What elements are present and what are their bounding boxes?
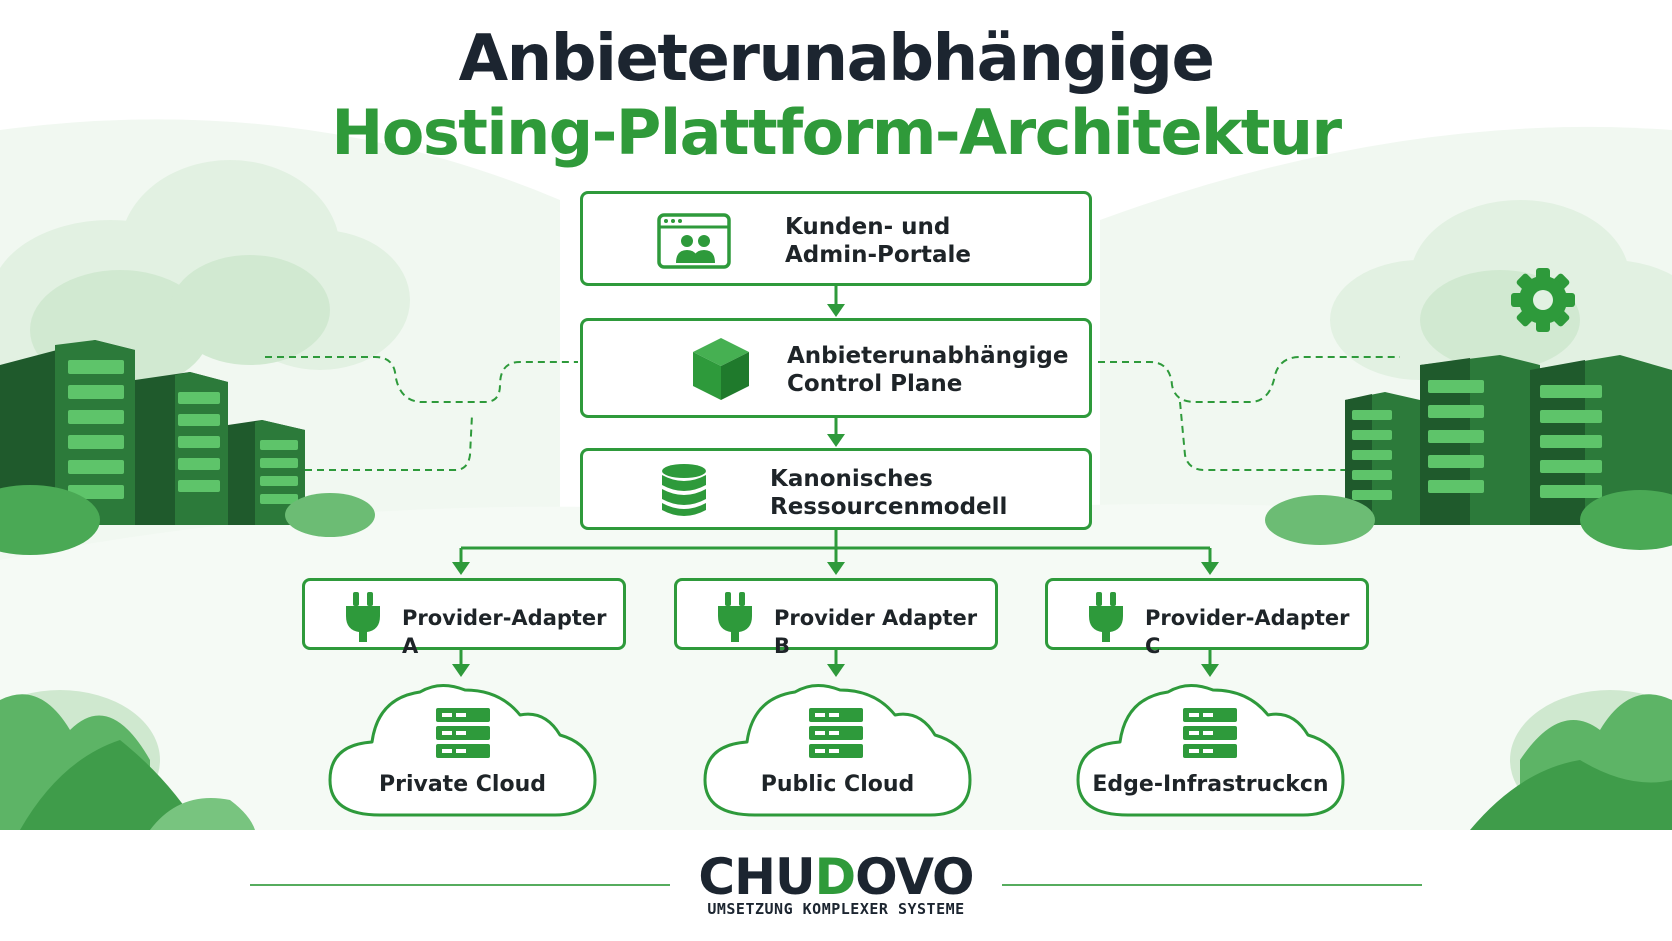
database-icon bbox=[662, 464, 706, 516]
left-server-racks-icon bbox=[0, 340, 375, 555]
plug-icon bbox=[1089, 592, 1123, 642]
node-adapter-c[interactable]: Provider-Adapter C bbox=[1045, 578, 1369, 658]
right-bushes-icon bbox=[1470, 690, 1672, 830]
node-resource-model-label: Kanonisches Ressourcenmodell bbox=[770, 466, 1008, 520]
node-adapter-b[interactable]: Provider Adapter B bbox=[674, 578, 998, 658]
brand-logo: CHUDOVO bbox=[698, 848, 974, 906]
cloud-private-label: Private Cloud bbox=[378, 772, 546, 797]
cube-icon bbox=[693, 338, 749, 400]
server-rack-icon bbox=[1183, 708, 1237, 758]
server-rack-icon bbox=[809, 708, 863, 758]
node-adapter-b-label: Provider Adapter B bbox=[774, 606, 978, 658]
node-resource-model[interactable]: Kanonisches Ressourcenmodell bbox=[580, 448, 1092, 530]
server-rack-icon bbox=[436, 708, 490, 758]
cloud-edge-label: Edge-Infrastruckcn bbox=[1092, 772, 1329, 797]
node-adapter-a[interactable]: Provider-Adapter A bbox=[302, 578, 626, 658]
node-adapter-c-label: Provider-Adapter C bbox=[1145, 606, 1350, 658]
node-adapter-a-label: Provider-Adapter A bbox=[402, 606, 607, 658]
title-line-2: Hosting-Plattform-Architektur bbox=[331, 96, 1342, 169]
node-control-plane-label: Anbieterunabhängige Control Plane bbox=[787, 343, 1069, 397]
left-bushes-icon bbox=[0, 690, 255, 830]
users-window-icon bbox=[657, 213, 731, 269]
title-line-1: Anbieterunabhängige bbox=[458, 22, 1215, 96]
gear-icon bbox=[1511, 268, 1575, 332]
brand-divider-right bbox=[1002, 884, 1422, 886]
brand-tagline: UMSETZUNG KOMPLEXER SYSTEME bbox=[707, 900, 965, 918]
plug-icon bbox=[346, 592, 380, 642]
plug-icon bbox=[718, 592, 752, 642]
cloud-public-label: Public Cloud bbox=[760, 772, 915, 797]
node-control-plane[interactable]: Anbieterunabhängige Control Plane bbox=[580, 318, 1092, 418]
node-portal-label: Kunden- und Admin-Portale bbox=[785, 214, 972, 268]
right-server-racks-icon bbox=[1265, 355, 1672, 550]
brand-divider-left bbox=[250, 884, 670, 886]
node-portal[interactable]: Kunden- und Admin-Portale bbox=[580, 191, 1092, 286]
